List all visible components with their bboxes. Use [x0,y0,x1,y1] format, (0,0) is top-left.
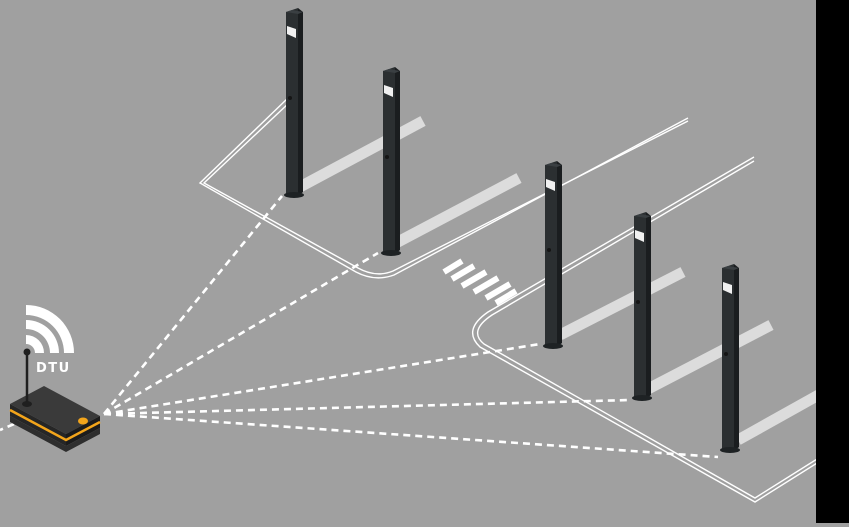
crosswalk-bar [494,288,518,306]
signal-line [103,342,541,416]
charging-post-icon [720,264,740,453]
signal-lines [0,195,719,459]
signal-line [0,422,15,432]
charging-post-icon [632,212,652,401]
lot-outline-upper [198,97,689,279]
signal-line [102,195,284,415]
parking-lot-outline [198,97,849,503]
crosswalk [442,258,518,306]
parking-stripe [393,173,522,248]
dtu-accent-stripe [9,408,101,442]
signal-line [103,251,379,416]
crosswalk-bar [442,258,464,275]
crosswalk-bar [484,281,512,301]
signal-line [103,398,631,416]
wifi-signal-icon [26,305,74,353]
parking-stripe [645,320,774,394]
dtu-label: DTU [36,361,71,376]
right-edge-bar [816,0,849,523]
charging-posts [284,8,740,453]
lot-outline-lower-inner [476,160,849,499]
parking-stripe [295,116,426,193]
lot-outline-upper-inner [202,101,689,275]
crosswalk-bar [450,263,476,282]
parking-stripe [557,267,686,340]
dtu-top [10,386,100,434]
dtu-device [9,348,101,452]
dtu-indicator-light [78,417,88,425]
crosswalk-bar [460,269,488,289]
signal-line [103,412,719,459]
lot-outline-lower [471,156,849,503]
antenna-icon [22,348,32,407]
charging-post-icon [284,8,304,198]
charging-post-icon [543,161,563,349]
dtu-base [10,416,100,452]
charging-post-icon [381,67,401,256]
crosswalk-bar [472,275,500,295]
